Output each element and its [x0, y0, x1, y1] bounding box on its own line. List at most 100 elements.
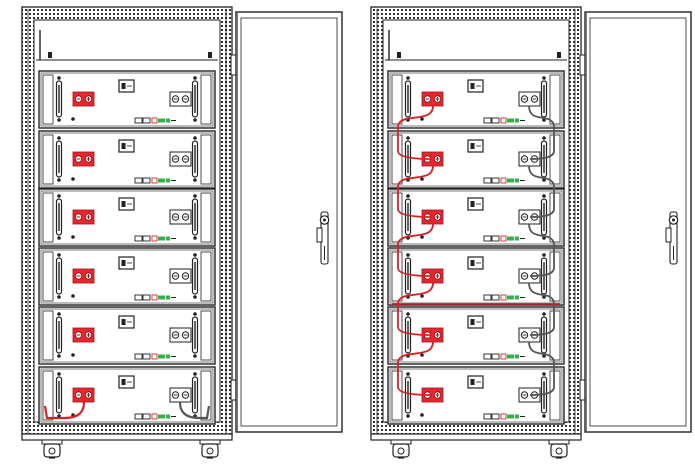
caster-wheel-icon — [390, 439, 412, 459]
module-flange-right — [200, 74, 212, 125]
comm-ports — [483, 235, 525, 242]
handle-icon — [191, 312, 199, 358]
screw-icon — [420, 413, 424, 417]
status-led-red — [500, 294, 507, 301]
module-flange-right — [200, 251, 212, 302]
negative-link-cable — [528, 165, 555, 218]
battery-module — [38, 306, 216, 365]
module-flange-left — [42, 74, 54, 125]
handle-icon — [55, 136, 63, 182]
negative-terminal-icon — [169, 91, 192, 107]
positive-terminal-icon — [72, 209, 95, 225]
module-flange-left — [391, 192, 403, 243]
cabinet-door — [235, 11, 343, 433]
negative-cable — [178, 401, 211, 420]
status-led-green — [158, 178, 165, 183]
display-icon — [467, 256, 484, 270]
comm-ports — [134, 413, 176, 420]
module-flange-right — [200, 370, 212, 421]
status-led-red — [151, 117, 158, 124]
positive-link-cable — [397, 223, 434, 277]
module-flange-right — [549, 134, 561, 185]
status-led-green — [507, 178, 514, 183]
screw-icon — [71, 177, 75, 181]
module-flange-left — [42, 310, 54, 361]
screw-icon — [71, 294, 75, 298]
battery-module — [38, 247, 216, 306]
cabinet-door — [584, 11, 692, 433]
status-led-green — [507, 414, 514, 419]
positive-terminal-icon — [72, 268, 95, 284]
battery-module — [38, 130, 216, 189]
comm-ports — [134, 235, 176, 242]
negative-link-cable — [528, 341, 555, 396]
handle-icon — [404, 76, 412, 122]
positive-terminal-icon — [421, 268, 444, 284]
comm-ports — [134, 294, 176, 301]
screw-icon — [420, 177, 424, 181]
handle-icon — [540, 76, 548, 122]
caster-wheel-icon — [548, 439, 570, 459]
positive-cable — [43, 401, 86, 420]
handle-icon — [55, 253, 63, 299]
display-icon — [467, 315, 484, 329]
status-led-green — [158, 354, 165, 359]
display-icon — [467, 79, 484, 93]
comm-ports — [483, 177, 525, 184]
screw-icon — [71, 117, 75, 121]
display-icon — [118, 79, 135, 93]
status-led-green — [158, 236, 165, 241]
module-flange-left — [42, 370, 54, 421]
status-led-green — [507, 354, 514, 359]
handle-icon — [55, 194, 63, 240]
display-icon — [467, 139, 484, 153]
negative-link-cable — [528, 105, 555, 160]
comm-ports — [134, 117, 176, 124]
display-icon — [118, 139, 135, 153]
positive-link-cable — [397, 165, 434, 218]
status-led-red — [500, 235, 507, 242]
module-flange-right — [549, 310, 561, 361]
negative-terminal-icon — [169, 151, 192, 167]
handle-icon — [191, 136, 199, 182]
display-icon — [118, 197, 135, 211]
display-icon — [118, 375, 135, 389]
display-icon — [467, 197, 484, 211]
positive-terminal-icon — [421, 91, 444, 107]
comm-ports — [483, 353, 525, 360]
module-flange-left — [391, 310, 403, 361]
status-led-red — [500, 177, 507, 184]
status-led-green — [158, 118, 165, 123]
status-led-green — [507, 236, 514, 241]
cabinet-left — [21, 6, 343, 459]
module-flange-left — [391, 370, 403, 421]
handle-icon — [191, 253, 199, 299]
battery-module — [38, 70, 216, 129]
display-icon — [118, 256, 135, 270]
cabinet-base — [21, 433, 233, 441]
handle-icon — [191, 194, 199, 240]
module-flange-right — [549, 251, 561, 302]
screw-icon — [420, 235, 424, 239]
negative-link-cable — [528, 223, 555, 277]
module-flange-right — [549, 370, 561, 421]
status-led-red — [500, 353, 507, 360]
module-flange-left — [42, 251, 54, 302]
positive-terminal-icon — [72, 327, 95, 343]
screw-icon — [420, 294, 424, 298]
door-lock-icon — [665, 211, 679, 265]
display-icon — [467, 375, 484, 389]
handle-icon — [55, 76, 63, 122]
cabinet-base — [370, 433, 582, 441]
comm-ports — [134, 177, 176, 184]
handle-icon — [404, 312, 412, 358]
status-led-red — [151, 294, 158, 301]
comm-ports — [483, 294, 525, 301]
handle-icon — [55, 312, 63, 358]
power-cables — [43, 401, 211, 420]
module-flange-left — [42, 192, 54, 243]
screw-icon — [420, 117, 424, 121]
handle-icon — [404, 372, 412, 418]
module-flange-right — [549, 192, 561, 243]
